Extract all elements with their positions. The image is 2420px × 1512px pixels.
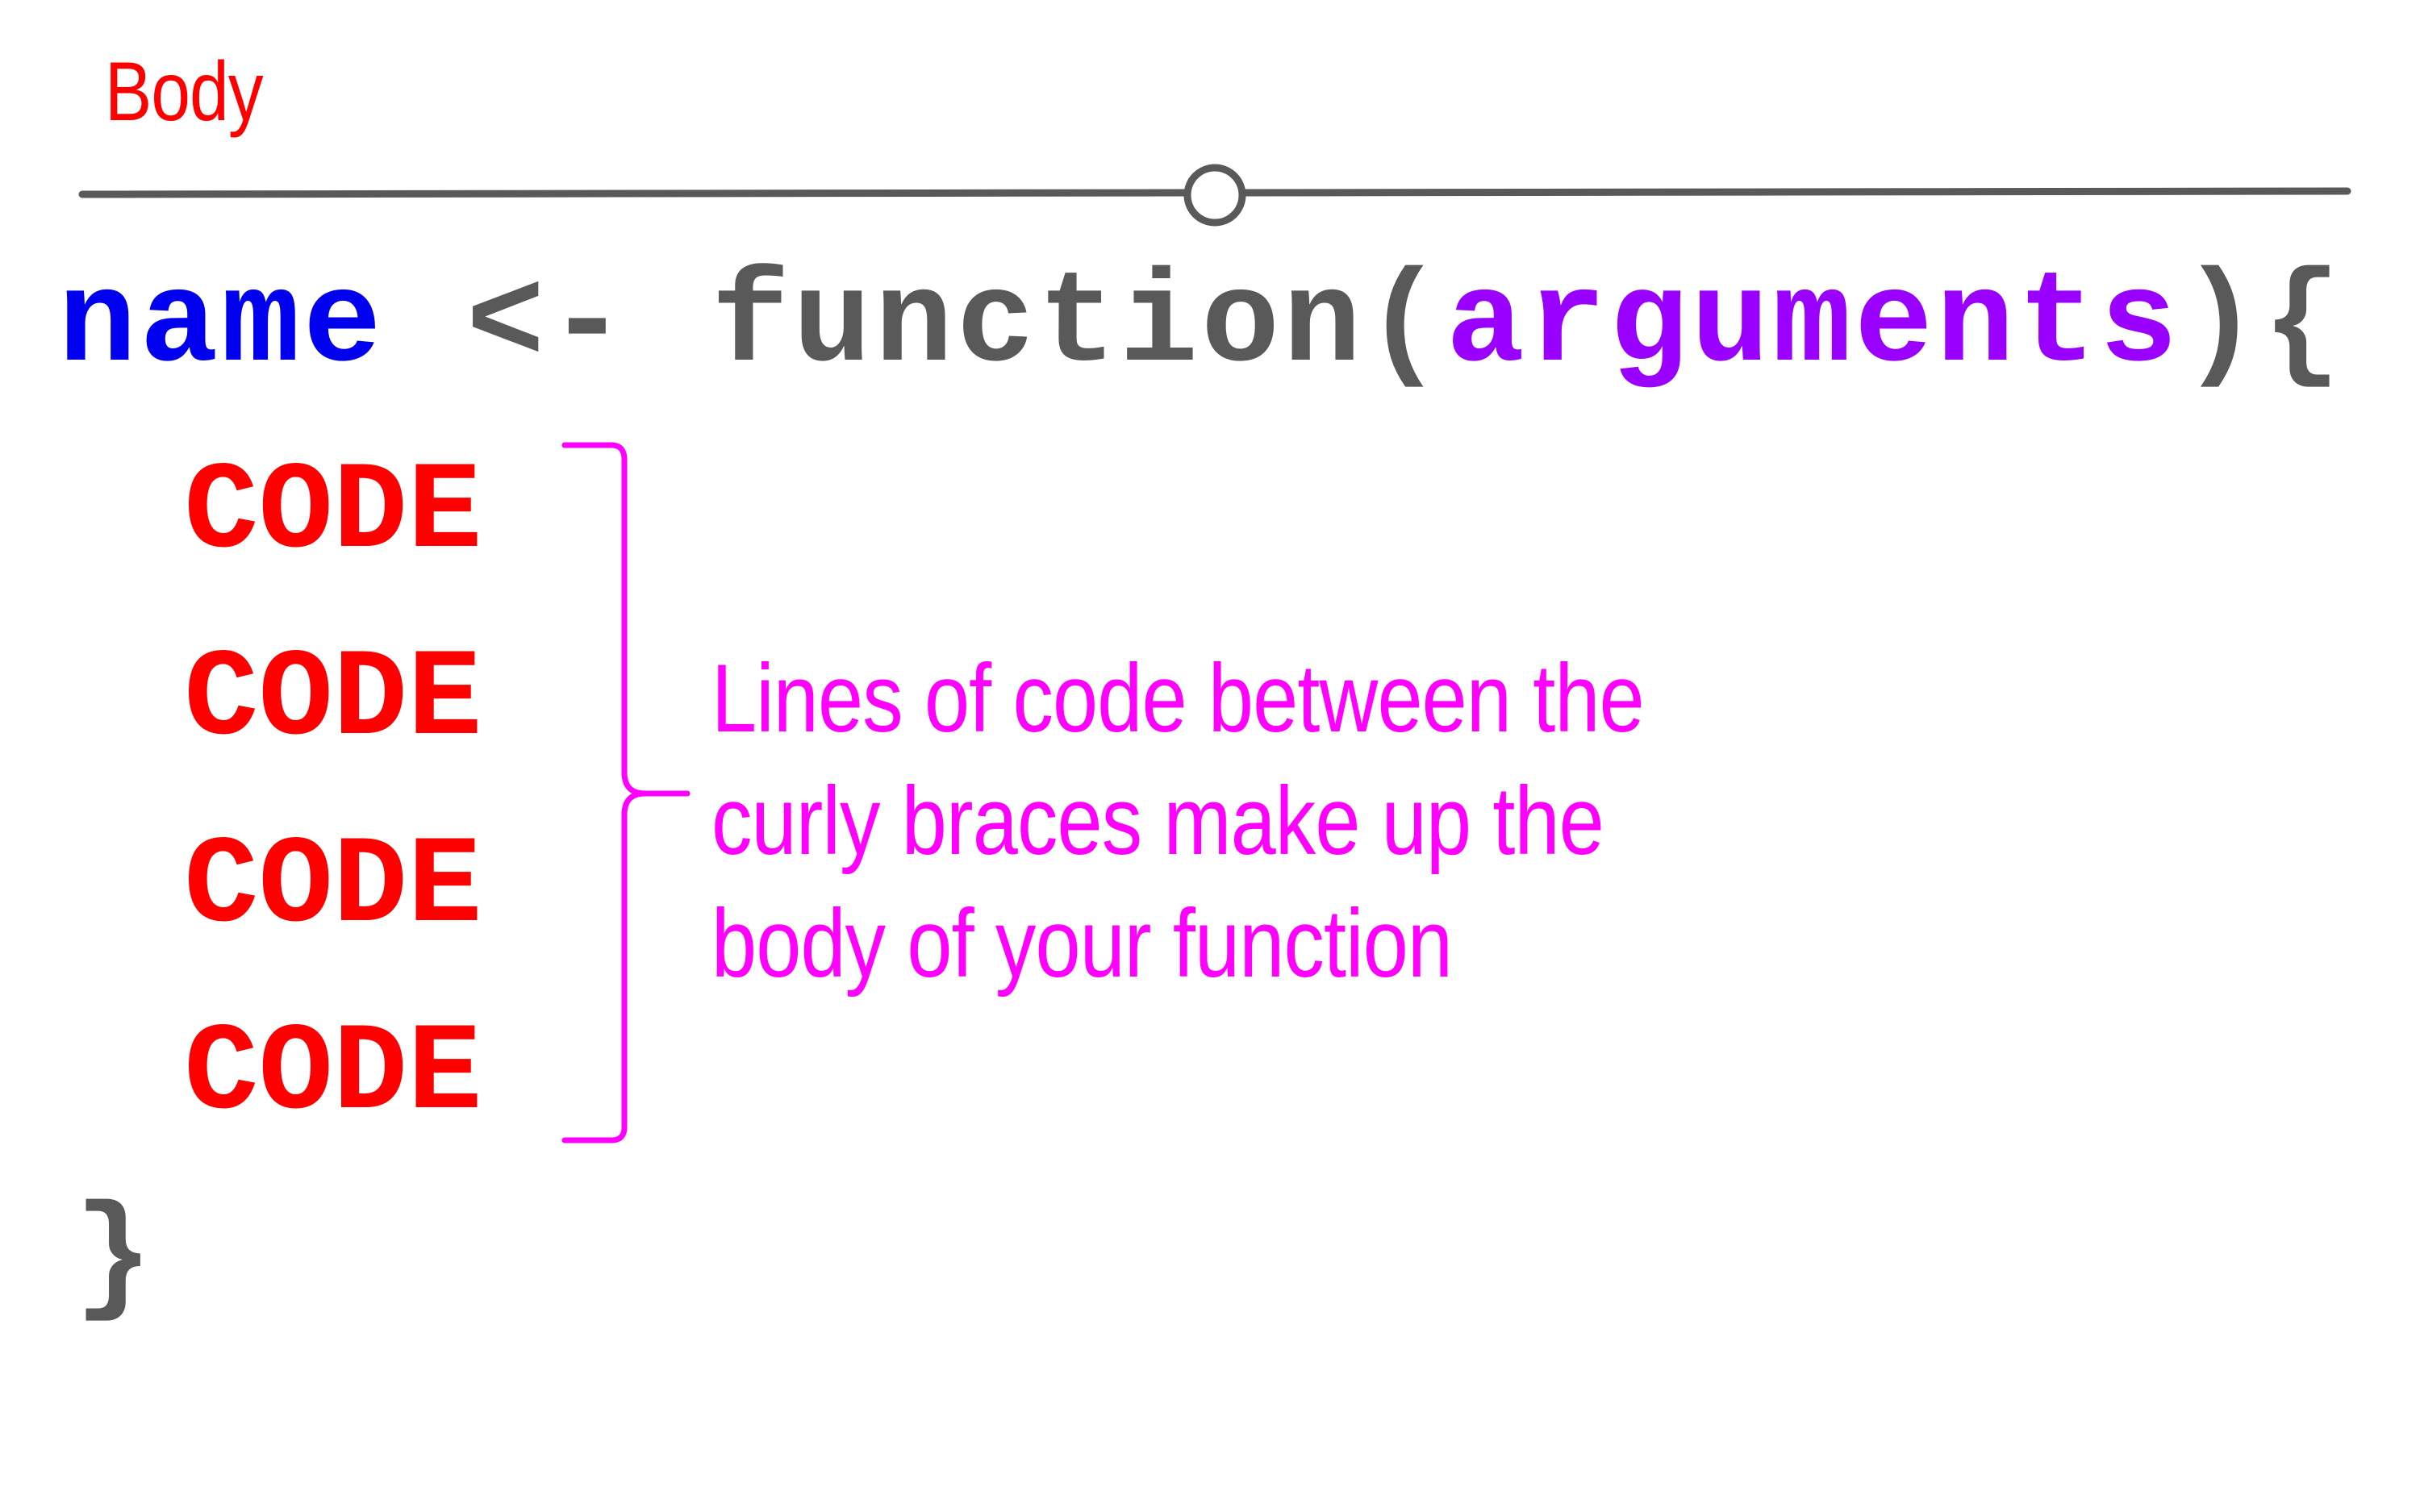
body-annotation: Lines of code between the curly braces m… [711,637,1796,1005]
code-line-3: CODE [184,818,482,958]
function-name: name [58,251,385,399]
assignment-operator: <- [384,251,711,399]
function-arguments: arguments [1446,251,2181,399]
open-brace: { [2262,251,2345,399]
annotation-line-3: body of your function [711,889,1453,998]
open-paren: ( [1364,251,1446,399]
function-keyword: function [711,251,1365,399]
close-paren: ) [2180,251,2263,399]
slide-title: Body [105,45,264,139]
closing-brace: } [74,1185,153,1333]
annotation-line-1: Lines of code between the [711,644,1645,752]
function-signature: name <- function(arguments){ [58,260,2344,390]
divider-line-left [78,189,1190,198]
divider-marker-circle [1183,164,1246,227]
code-line-1: CODE [184,444,482,584]
timeline-divider [78,164,2351,227]
divider-line-right [1240,187,2351,197]
annotation-line-2: curly braces make up the [711,767,1604,875]
code-line-4: CODE [184,1005,482,1145]
code-line-2: CODE [184,631,482,771]
